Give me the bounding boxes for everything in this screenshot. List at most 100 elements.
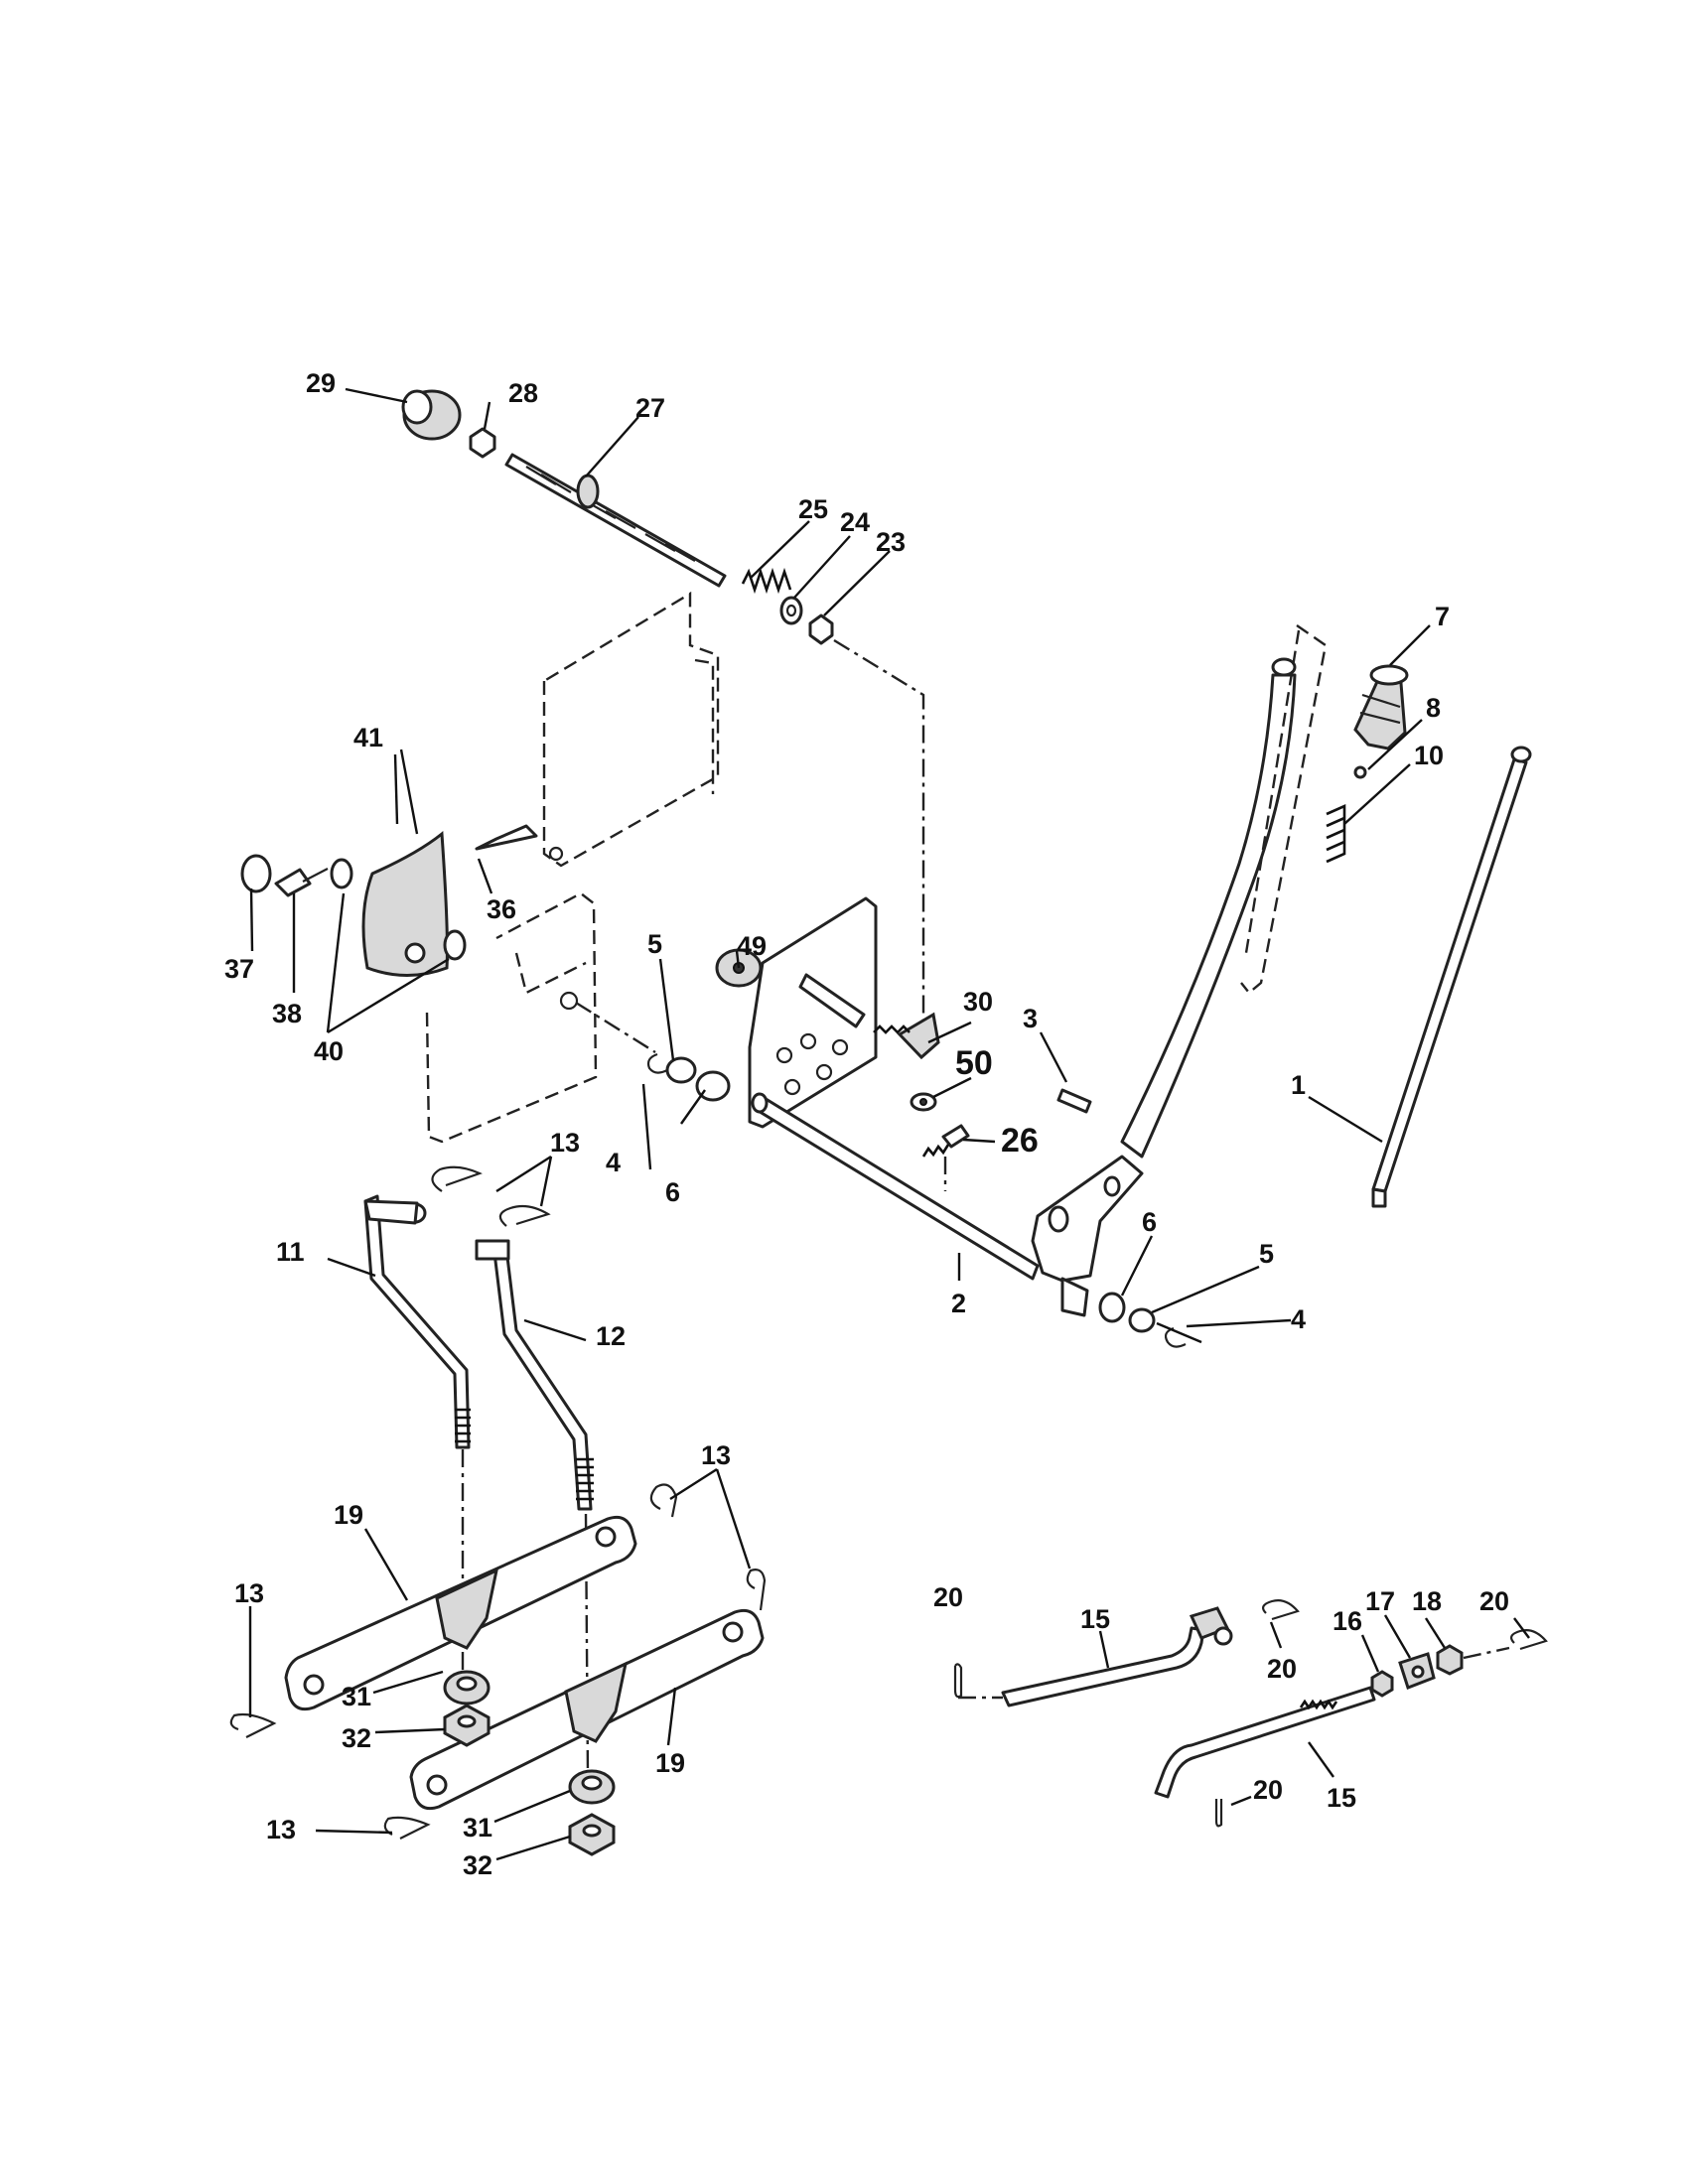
spring-10 [1326, 803, 1346, 864]
callout-32-lower: 32 [463, 1850, 492, 1880]
mount-plate [748, 896, 878, 1129]
callout-31-lower: 31 [463, 1813, 492, 1843]
bushing-31b [568, 1769, 616, 1805]
clip-4a [646, 1052, 668, 1074]
callout-28: 28 [508, 378, 538, 408]
callout-11: 11 [276, 1237, 305, 1267]
callout-25: 25 [798, 494, 828, 524]
callout-8: 8 [1426, 693, 1441, 723]
callout-7: 7 [1435, 602, 1450, 631]
leader-12 [523, 1318, 587, 1342]
knob-29 [401, 389, 462, 441]
callout-18: 18 [1412, 1586, 1442, 1616]
bracket-41 [361, 831, 449, 977]
rod-1 [1371, 746, 1532, 1208]
callout-29: 29 [306, 368, 336, 398]
washer-5b [1128, 1307, 1156, 1333]
callout-20-left: 20 [933, 1582, 963, 1612]
callout-13-upper: 13 [550, 1128, 580, 1158]
callout-20-bottom: 20 [1253, 1775, 1283, 1805]
block-17 [1398, 1652, 1436, 1690]
nut-16 [1370, 1670, 1394, 1698]
bolt-26 [921, 1124, 970, 1158]
link-11 [363, 1194, 471, 1449]
callout-23: 23 [876, 527, 906, 557]
callout-4-lower: 4 [1291, 1304, 1306, 1334]
callout-19-upper: 19 [334, 1500, 363, 1530]
callout-50: 50 [955, 1044, 993, 1082]
callout-32-upper: 32 [342, 1723, 371, 1753]
ring-37 [240, 854, 272, 893]
threaded-rod-27 [504, 453, 727, 588]
bracket-30 [873, 1012, 940, 1060]
callout-26: 26 [1001, 1122, 1039, 1160]
callout-5-upper: 5 [647, 929, 662, 959]
callout-13-left: 13 [234, 1578, 264, 1608]
clip-4b [1164, 1326, 1187, 1348]
leader-11 [327, 1257, 376, 1278]
frame-panel-dashed [425, 591, 720, 1144]
handle-dash-box [1240, 624, 1328, 995]
callout-2: 2 [951, 1289, 966, 1318]
clip-13a [431, 1165, 483, 1192]
leaders-19-31-32-13 [248, 1467, 752, 1861]
callout-13-mid: 13 [701, 1440, 731, 1470]
callout-31-upper: 31 [342, 1682, 371, 1711]
callout-37: 37 [224, 954, 254, 984]
lift-arm-19a [284, 1515, 637, 1711]
callout-13-bottom: 13 [266, 1815, 296, 1844]
callout-1: 1 [1291, 1070, 1306, 1100]
clip-13b [498, 1204, 551, 1227]
clips-13-set [229, 1483, 767, 1840]
rod-15b [1154, 1686, 1376, 1799]
upper-leaders [345, 387, 1431, 1344]
leaders-37-38-40 [249, 753, 450, 1034]
callout-12: 12 [596, 1321, 626, 1351]
link-12 [475, 1239, 594, 1511]
axis-line-left [575, 1001, 656, 1054]
leaders-15-16-17-18-20 [1098, 1614, 1530, 1807]
bushing-6b [1098, 1292, 1126, 1323]
washer-24 [779, 596, 803, 625]
bolt-38 [274, 868, 329, 897]
clips-20-set [953, 1599, 1548, 1828]
washer-40a [330, 858, 353, 889]
nut-28 [469, 427, 496, 459]
callout-6-upper: 6 [665, 1177, 680, 1207]
bushing-6a [695, 1070, 731, 1102]
axis-line-15b [1463, 1646, 1510, 1660]
washer-50 [910, 1092, 937, 1112]
clip-36 [475, 824, 538, 894]
lift-arm-19b [409, 1608, 765, 1811]
nut-32a [443, 1704, 491, 1747]
alignment-line-23-30 [833, 638, 925, 1037]
callout-4-upper: 4 [606, 1148, 621, 1177]
callout-3: 3 [1023, 1004, 1038, 1033]
callout-27: 27 [635, 393, 665, 423]
callout-16: 16 [1333, 1606, 1362, 1636]
lever-arm [1031, 657, 1297, 1317]
callout-10: 10 [1414, 741, 1444, 770]
rod-15a [1001, 1606, 1233, 1707]
callout-24: 24 [840, 507, 870, 537]
callout-20-right: 20 [1479, 1586, 1509, 1616]
callout-19-lower: 19 [655, 1748, 685, 1778]
nut-23 [808, 614, 834, 645]
callout-15-lower: 15 [1327, 1783, 1356, 1813]
callout-40: 40 [314, 1036, 344, 1066]
nut-32b [568, 1813, 616, 1856]
callout-41: 41 [353, 723, 383, 752]
spring-25 [741, 567, 792, 595]
callout-49: 49 [737, 931, 767, 961]
callout-6-lower: 6 [1142, 1207, 1157, 1237]
callout-17: 17 [1365, 1586, 1395, 1616]
washer-5a [665, 1056, 697, 1084]
callout-5-lower: 5 [1259, 1239, 1274, 1269]
callout-15-upper: 15 [1080, 1604, 1110, 1634]
callout-38: 38 [272, 999, 302, 1028]
washer-40b [443, 929, 467, 961]
handle-dash-box-2 [1244, 629, 1301, 954]
callout-20-mid: 20 [1267, 1654, 1297, 1684]
bushing-31a [443, 1670, 491, 1706]
